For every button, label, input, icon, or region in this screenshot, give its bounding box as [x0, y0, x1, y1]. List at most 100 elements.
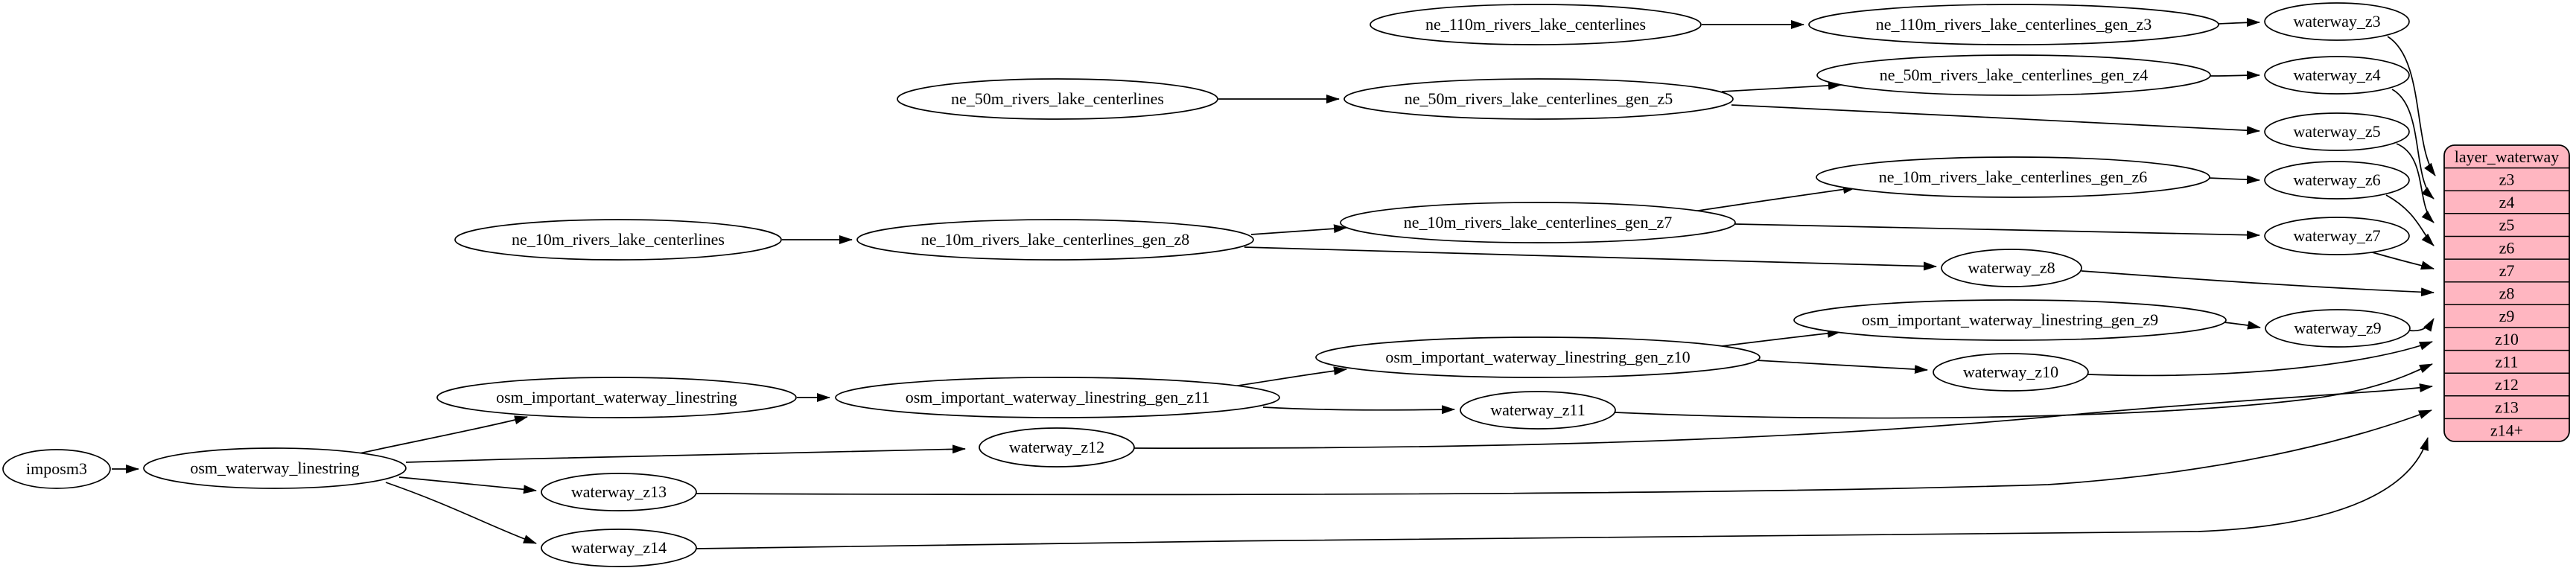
node-waterway_z3: waterway_z3	[2264, 2, 2410, 41]
node-label: waterway_z5	[2293, 122, 2380, 141]
node-label: osm_waterway_linestring	[190, 459, 359, 477]
node-ne_110m_rivers_lake_centerlines_gen_z3: ne_110m_rivers_lake_centerlines_gen_z3	[1808, 4, 2219, 45]
node-osm_important_waterway_linestring: osm_important_waterway_linestring	[436, 377, 797, 418]
node-label: osm_important_waterway_linestring_gen_z1…	[1385, 348, 1690, 366]
node-waterway_z7: waterway_z7	[2264, 217, 2410, 255]
record-row-z5: z5	[2499, 216, 2515, 234]
node-ellipse	[2265, 309, 2411, 348]
node-waterway_z9: waterway_z9	[2265, 309, 2411, 348]
edge-osm_waterway_linestring-waterway_z12	[405, 444, 966, 463]
edge-gen_z3-waterway_z3	[2218, 18, 2260, 28]
node-ellipse	[2264, 217, 2410, 255]
record-row-z13: z13	[2495, 398, 2519, 417]
node-ellipse	[1460, 391, 1616, 430]
record-title: layer_waterway	[2455, 147, 2559, 166]
node-label: waterway_z12	[1009, 438, 1104, 456]
record-row-z12: z12	[2495, 375, 2519, 394]
node-ellipse	[1370, 4, 1702, 45]
node-ellipse	[835, 377, 1280, 418]
node-ellipse	[1808, 4, 2219, 45]
edges	[112, 18, 2436, 549]
node-ne_10m_rivers_lake_centerlines: ne_10m_rivers_lake_centerlines	[454, 219, 782, 261]
node-label: ne_50m_rivers_lake_centerlines_gen_z5	[1405, 89, 1673, 108]
node-ellipse	[897, 78, 1218, 120]
node-label: ne_110m_rivers_lake_centerlines	[1425, 15, 1646, 33]
node-label: ne_10m_rivers_lake_centerlines	[512, 230, 725, 249]
node-ellipse	[2264, 112, 2410, 151]
record-row-z8: z8	[2499, 284, 2515, 303]
node-ellipse	[143, 447, 407, 489]
node-label: ne_110m_rivers_lake_centerlines_gen_z3	[1876, 15, 2152, 33]
node-label: waterway_z13	[571, 482, 667, 501]
node-label: waterway_z3	[2293, 12, 2380, 31]
node-ellipse	[2264, 161, 2410, 200]
edge-gen_z8-gen_z7	[1250, 224, 1347, 235]
node-osm_important_waterway_linestring_gen_z11: osm_important_waterway_linestring_gen_z1…	[835, 377, 1280, 418]
node-label: waterway_z7	[2293, 226, 2380, 245]
edge-gen_z6-waterway_z6	[2207, 175, 2260, 185]
edge-waterway_z8-record_z8	[2081, 270, 2435, 297]
record-row-z6: z6	[2499, 238, 2515, 257]
node-ellipse	[1343, 78, 1734, 120]
node-ellipse	[856, 219, 1254, 261]
node-waterway_z6: waterway_z6	[2264, 161, 2410, 200]
node-label: osm_important_waterway_linestring_gen_z9	[1862, 310, 2158, 329]
node-ne_50m_rivers_lake_centerlines_gen_z5: ne_50m_rivers_lake_centerlines_gen_z5	[1343, 78, 1734, 120]
layer-waterway-record: layer_waterway z3 z4 z5 z6 z7 z8 z9 z10 …	[2443, 144, 2570, 442]
node-waterway_z12: waterway_z12	[979, 427, 1135, 468]
node-ne_110m_rivers_lake_centerlines: ne_110m_rivers_lake_centerlines	[1370, 4, 1702, 45]
edge-gen_z4-waterway_z4	[2210, 71, 2260, 80]
node-ellipse	[2, 449, 111, 489]
node-ne_10m_rivers_lake_centerlines_gen_z8: ne_10m_rivers_lake_centerlines_gen_z8	[856, 219, 1254, 261]
node-waterway_z13: waterway_z13	[541, 473, 697, 511]
node-label: osm_important_waterway_linestring_gen_z1…	[906, 388, 1210, 406]
node-waterway_z10: waterway_z10	[1933, 353, 2089, 392]
edge-gen_z8-waterway_z8	[1244, 246, 1937, 271]
record-row-z14plus: z14+	[2490, 421, 2523, 439]
node-ellipse	[1816, 156, 2210, 198]
node-label: waterway_z9	[2294, 319, 2381, 337]
edge-gen_z5-waterway_z5	[1731, 104, 2260, 135]
edge-waterway_z4-record_z4	[2391, 89, 2435, 200]
node-osm_waterway_linestring: osm_waterway_linestring	[143, 447, 407, 489]
node-ellipse	[2264, 2, 2410, 41]
edge-gen_z11-waterway_z11	[1262, 405, 1455, 415]
edge-waterway_z7-record_z7	[2369, 251, 2435, 270]
record-row-z7: z7	[2499, 261, 2515, 280]
record-row-z11: z11	[2496, 352, 2519, 371]
node-osm_important_waterway_linestring_gen_z9: osm_important_waterway_linestring_gen_z9	[1793, 299, 2227, 341]
edge-waterway_z5-record_z5	[2396, 143, 2435, 223]
edge-osm_waterway_linestring-waterway_z13	[398, 476, 537, 494]
node-label: waterway_z8	[1968, 258, 2055, 277]
node-label: ne_50m_rivers_lake_centerlines_gen_z4	[1880, 66, 2148, 84]
node-ne_10m_rivers_lake_centerlines_gen_z7: ne_10m_rivers_lake_centerlines_gen_z7	[1340, 202, 1736, 243]
node-ellipse	[454, 219, 782, 261]
node-ne_50m_rivers_lake_centerlines_gen_z4: ne_50m_rivers_lake_centerlines_gen_z4	[1816, 54, 2211, 96]
edge-gen_z9-waterway_z9	[2223, 320, 2261, 330]
edge-waterway_z13-record_z13	[696, 409, 2432, 496]
record-row-z10: z10	[2495, 330, 2519, 348]
node-ellipse	[1315, 336, 1761, 378]
node-waterway_z11: waterway_z11	[1460, 391, 1616, 430]
node-waterway_z8: waterway_z8	[1941, 249, 2082, 287]
node-ne_10m_rivers_lake_centerlines_gen_z6: ne_10m_rivers_lake_centerlines_gen_z6	[1816, 156, 2210, 198]
edge-osm_waterway_linestring-osm_important_waterway_linestring	[355, 415, 528, 455]
node-osm_important_waterway_linestring_gen_z10: osm_important_waterway_linestring_gen_z1…	[1315, 336, 1761, 378]
record-background	[2443, 144, 2570, 442]
edge-gen_z10-gen_z9	[1714, 328, 1841, 348]
edge-gen_z11-gen_z10	[1233, 366, 1347, 387]
nodes: imposm3 osm_waterway_linestring osm_impo…	[2, 2, 2411, 567]
node-label: ne_10m_rivers_lake_centerlines_gen_z6	[1879, 167, 2147, 186]
node-ellipse	[1816, 54, 2211, 96]
edge-gen_z5-gen_z4	[1721, 80, 1842, 92]
node-label: osm_important_waterway_linestring	[496, 388, 737, 406]
node-label: waterway_z4	[2293, 66, 2380, 84]
node-label: ne_10m_rivers_lake_centerlines_gen_z7	[1404, 213, 1672, 232]
node-ellipse	[1933, 353, 2089, 392]
node-ellipse	[1941, 249, 2082, 287]
node-label: ne_10m_rivers_lake_centerlines_gen_z8	[921, 230, 1189, 249]
edge-waterway_z3-record_z3	[2387, 36, 2436, 176]
node-ellipse	[1793, 299, 2227, 341]
